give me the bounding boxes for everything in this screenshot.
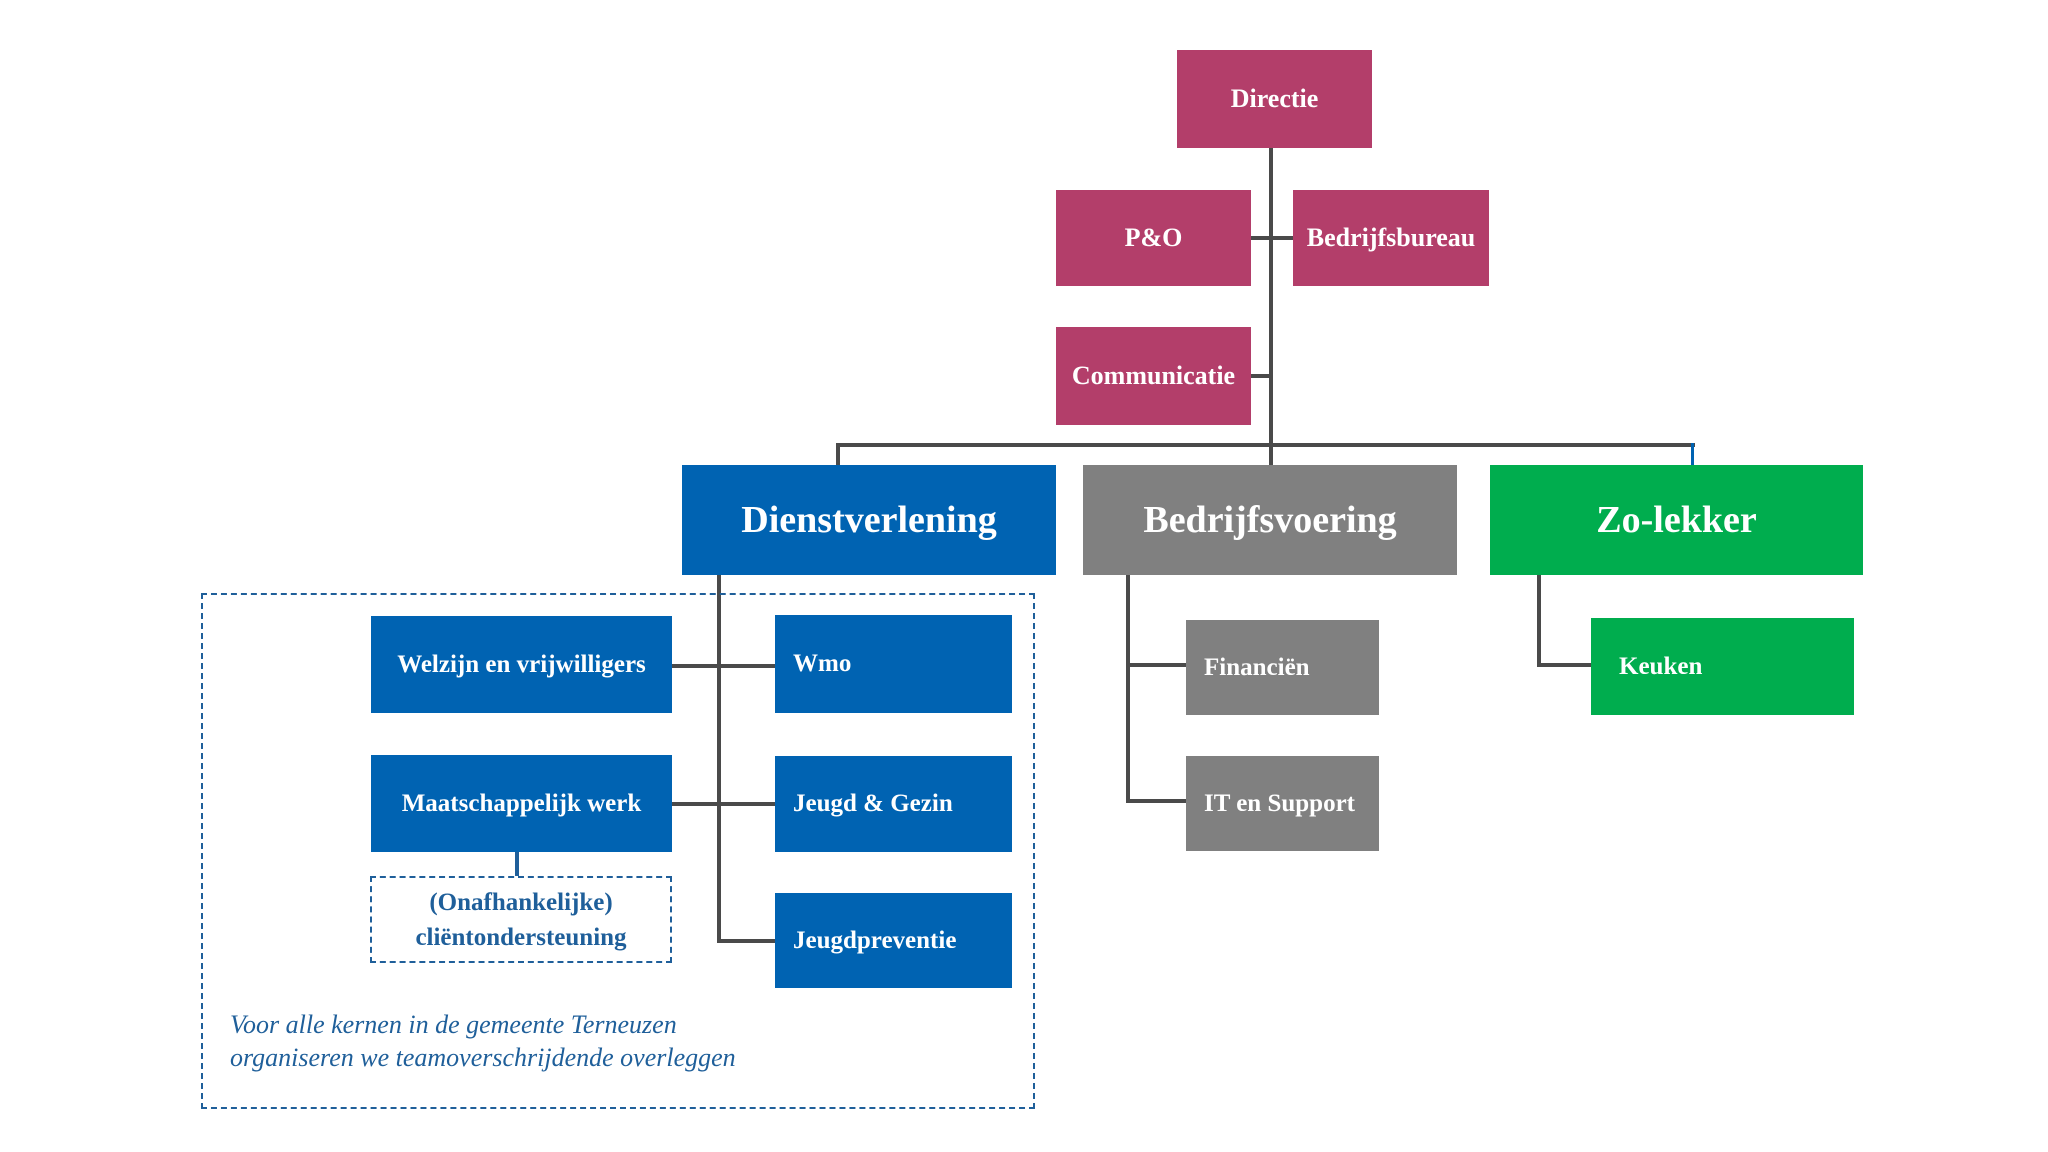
bedrijfsbureau-label: Bedrijfsbureau — [1306, 223, 1476, 252]
note-line2: organiseren we teamoverschrijdende overl… — [230, 1043, 736, 1072]
bedrijfsvoering-spine — [1126, 575, 1130, 803]
clientondersteuning-box[interactable]: (Onafhankelijke) cliëntondersteuning — [370, 876, 672, 963]
zo-lekker-label: Zo-lekker — [1596, 499, 1757, 541]
directie-label: Directie — [1230, 84, 1319, 113]
po-box[interactable]: P&O — [1056, 190, 1251, 286]
wmo-box[interactable]: Wmo — [775, 615, 1012, 713]
zo-lekker-spine — [1537, 575, 1541, 667]
bedrijfsbureau-box[interactable]: Bedrijfsbureau — [1293, 190, 1489, 286]
dienstverlening-box[interactable]: Dienstverlening — [682, 465, 1056, 575]
connector-client — [515, 852, 519, 876]
zo-lekker-box[interactable]: Zo-lekker — [1490, 465, 1863, 575]
jeugd-gezin-box[interactable]: Jeugd & Gezin — [775, 756, 1012, 852]
department-bar — [836, 443, 1695, 447]
staff-connector — [1251, 236, 1293, 240]
it-support-box[interactable]: IT en Support — [1186, 756, 1379, 851]
dienstverlening-drop — [836, 443, 840, 465]
connector-keuken — [1537, 663, 1591, 667]
jeugdpreventie-label: Jeugdpreventie — [793, 926, 957, 954]
po-label: P&O — [1124, 223, 1183, 252]
financien-box[interactable]: Financiën — [1186, 620, 1379, 715]
connector-it — [1126, 799, 1186, 803]
connector-maatschappelijk-jeugd — [672, 802, 775, 806]
connector-welzijn-wmo — [672, 664, 775, 668]
directie-box[interactable]: Directie — [1177, 50, 1372, 148]
welzijn-box[interactable]: Welzijn en vrijwilligers — [371, 616, 672, 713]
communicatie-label: Communicatie — [1071, 361, 1236, 390]
client-line1: (Onafhankelijke) — [429, 888, 613, 916]
note-text: Voor alle kernen in de gemeente Terneuze… — [230, 1008, 736, 1074]
welzijn-label: Welzijn en vrijwilligers — [397, 650, 646, 678]
note-line1: Voor alle kernen in de gemeente Terneuze… — [230, 1010, 677, 1039]
dienstverlening-spine — [717, 575, 721, 943]
bedrijfsvoering-label: Bedrijfsvoering — [1143, 499, 1397, 541]
communicatie-connector — [1251, 374, 1271, 378]
client-line2: cliëntondersteuning — [415, 923, 627, 951]
jeugd-gezin-label: Jeugd & Gezin — [793, 790, 953, 817]
maatschappelijk-werk-label: Maatschappelijk werk — [401, 789, 642, 817]
maatschappelijk-werk-box[interactable]: Maatschappelijk werk — [371, 755, 672, 852]
keuken-label: Keuken — [1619, 652, 1703, 680]
communicatie-box[interactable]: Communicatie — [1056, 327, 1251, 425]
wmo-label: Wmo — [793, 650, 852, 677]
keuken-box[interactable]: Keuken — [1591, 618, 1854, 715]
dienstverlening-teams-container — [201, 593, 1035, 1109]
dienstverlening-label: Dienstverlening — [741, 499, 997, 541]
connector-jeugdpreventie — [717, 939, 775, 943]
trunk-line — [1269, 148, 1273, 465]
zo-lekker-drop — [1691, 443, 1694, 465]
jeugdpreventie-box[interactable]: Jeugdpreventie — [775, 893, 1012, 988]
financien-label: Financiën — [1204, 653, 1310, 681]
bedrijfsvoering-box[interactable]: Bedrijfsvoering — [1083, 465, 1457, 575]
it-support-label: IT en Support — [1204, 789, 1355, 817]
connector-financien — [1126, 663, 1186, 667]
